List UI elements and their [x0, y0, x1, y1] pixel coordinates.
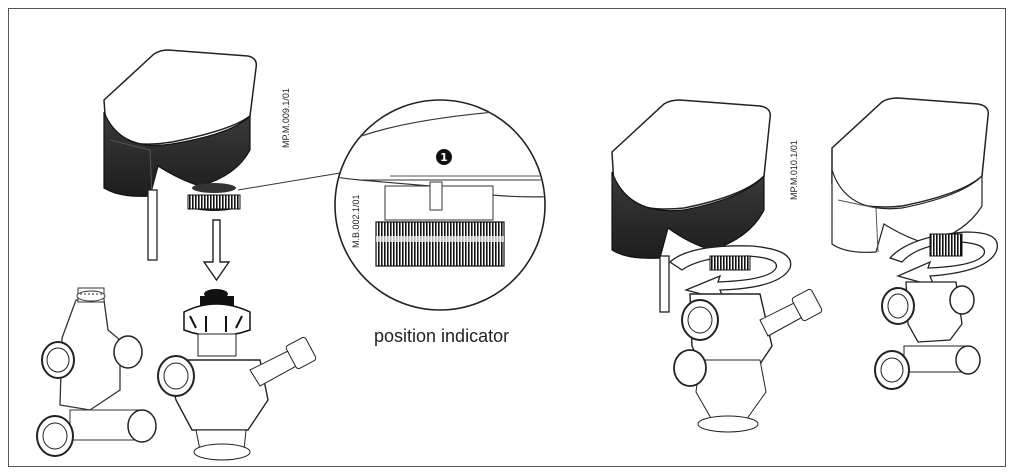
right-valve-1 [673, 288, 823, 433]
right-figure-code: MP.M.010.1/01 [789, 140, 799, 200]
right-actuator-2 [831, 97, 990, 253]
position-indicator-caption: position indicator [374, 326, 509, 346]
left-figure-code: MP.M.009.1/01 [281, 88, 291, 148]
right-valve-2 [874, 281, 981, 390]
callout-number: 1 [440, 151, 448, 164]
left-actuator [103, 49, 258, 261]
detail-figure-code: M.B.002.1/01 [351, 194, 361, 248]
rotation-arrow-icon-2 [888, 231, 998, 287]
down-arrow-icon [202, 219, 231, 282]
valve-assembly [157, 289, 317, 461]
callout-badge: 1 [436, 149, 452, 165]
detail-leader-line [237, 171, 347, 191]
valve-simple [36, 287, 157, 457]
right-actuator-1 [611, 99, 772, 313]
